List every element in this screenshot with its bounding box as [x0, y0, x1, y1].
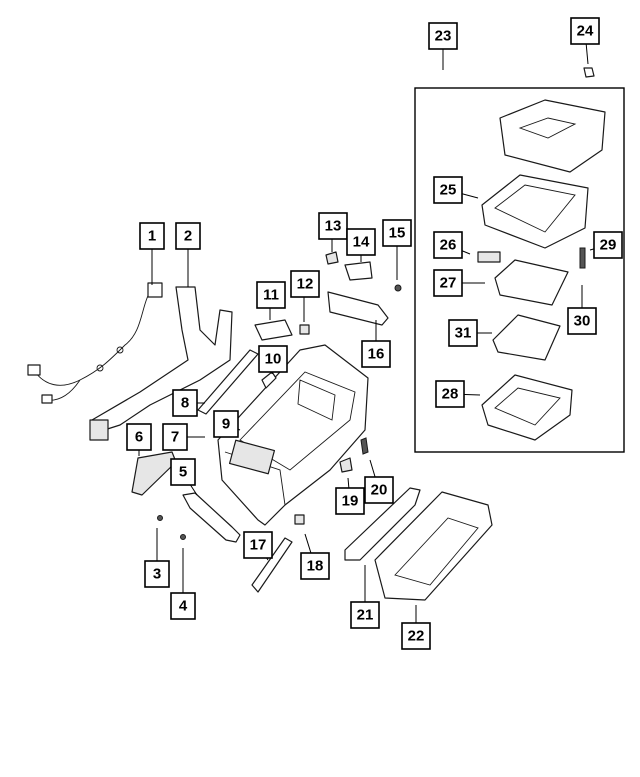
- part-6-drawing: [131, 451, 177, 496]
- callout-31-label: 31: [455, 325, 472, 342]
- part-18-drawing: [294, 514, 305, 525]
- console-body-drawing: [217, 344, 369, 526]
- callout-29: 29: [593, 231, 623, 259]
- callout-17: 17: [243, 531, 273, 559]
- callout-19: 19: [335, 487, 365, 515]
- callout-30-label: 30: [574, 313, 591, 330]
- air-duct-drawing: [89, 286, 233, 441]
- callout-19-label: 19: [342, 493, 359, 510]
- wiring-harness-drawing: [27, 282, 163, 404]
- callout-29-label: 29: [600, 237, 617, 254]
- callout-26: 26: [433, 231, 463, 259]
- callout-22-label: 22: [408, 628, 425, 645]
- callout-16: 16: [361, 340, 391, 368]
- callout-21: 21: [350, 601, 380, 629]
- part-12-drawing: [299, 324, 310, 335]
- part-26-drawing: [477, 251, 501, 263]
- part-28-drawing: [481, 374, 573, 441]
- part-13-drawing: [325, 251, 339, 265]
- part-5-drawing: [182, 492, 241, 543]
- part-27-drawing: [494, 259, 569, 306]
- callout-1-label: 1: [148, 228, 156, 245]
- callout-10-label: 10: [265, 351, 282, 368]
- part-4-drawing: [180, 534, 186, 540]
- callout-23: 23: [428, 22, 458, 50]
- part-22-drawing: [374, 491, 493, 601]
- callout-12-label: 12: [297, 276, 314, 293]
- callout-21-label: 21: [357, 607, 374, 624]
- callout-13: 13: [318, 212, 348, 240]
- part-3-drawing: [157, 515, 163, 521]
- callout-18: 18: [300, 552, 330, 580]
- callout-27-label: 27: [440, 275, 457, 292]
- callout-14: 14: [346, 228, 376, 256]
- callout-3: 3: [144, 560, 170, 588]
- callout-4-label: 4: [179, 598, 188, 615]
- callout-31: 31: [448, 319, 478, 347]
- callout-7: 7: [162, 423, 188, 451]
- part-31-drawing: [492, 314, 561, 361]
- part-21-drawing: [344, 487, 421, 561]
- callout-8-label: 8: [181, 395, 189, 412]
- callout-3-label: 3: [153, 566, 161, 583]
- callout-22: 22: [401, 622, 431, 650]
- callout-10: 10: [258, 345, 288, 373]
- callout-6-label: 6: [135, 429, 143, 446]
- callout-15: 15: [382, 219, 412, 247]
- callout-7-label: 7: [171, 429, 179, 446]
- part-11-drawing: [254, 319, 293, 341]
- callout-20: 20: [364, 476, 394, 504]
- callout-18-label: 18: [307, 558, 324, 575]
- callout-25-label: 25: [440, 182, 457, 199]
- part-10-drawing: [261, 371, 277, 389]
- part-14-drawing: [344, 261, 373, 281]
- callout-6: 6: [126, 423, 152, 451]
- callout-2: 2: [175, 222, 201, 250]
- callout-9-label: 9: [222, 416, 230, 433]
- part-8-drawing: [197, 349, 259, 415]
- callout-2-label: 2: [184, 228, 192, 245]
- part-20-drawing: [360, 437, 369, 455]
- part-24-drawing: [583, 67, 595, 78]
- armrest-group-frame: [414, 87, 625, 453]
- callout-8: 8: [172, 389, 198, 417]
- callout-27: 27: [433, 269, 463, 297]
- armrest-lid-drawing: [499, 99, 606, 173]
- part-19-drawing: [339, 457, 353, 473]
- callout-11: 11: [256, 281, 286, 309]
- part-17-drawing: [251, 537, 293, 593]
- part-15-drawing: [394, 284, 402, 292]
- callout-24-label: 24: [577, 23, 594, 40]
- callout-12: 12: [290, 270, 320, 298]
- callout-13-label: 13: [325, 218, 342, 235]
- armrest-base-drawing: [481, 174, 589, 249]
- callout-20-label: 20: [371, 482, 388, 499]
- callout-16-label: 16: [368, 346, 385, 363]
- callout-4: 4: [170, 592, 196, 620]
- part-29-drawing: [579, 247, 586, 269]
- callout-11-label: 11: [263, 287, 279, 304]
- callout-26-label: 26: [440, 237, 457, 254]
- callout-5-label: 5: [179, 464, 187, 481]
- callout-24: 24: [570, 17, 600, 45]
- callout-30: 30: [567, 307, 597, 335]
- callout-23-label: 23: [435, 28, 452, 45]
- callout-28-label: 28: [442, 386, 459, 403]
- callout-17-label: 17: [250, 537, 267, 554]
- part-16-drawing: [327, 291, 389, 326]
- callout-5: 5: [170, 458, 196, 486]
- callout-1: 1: [139, 222, 165, 250]
- callout-25: 25: [433, 176, 463, 204]
- callout-9: 9: [213, 410, 239, 438]
- callout-14-label: 14: [353, 234, 370, 251]
- callout-15-label: 15: [389, 225, 406, 242]
- callout-28: 28: [435, 380, 465, 408]
